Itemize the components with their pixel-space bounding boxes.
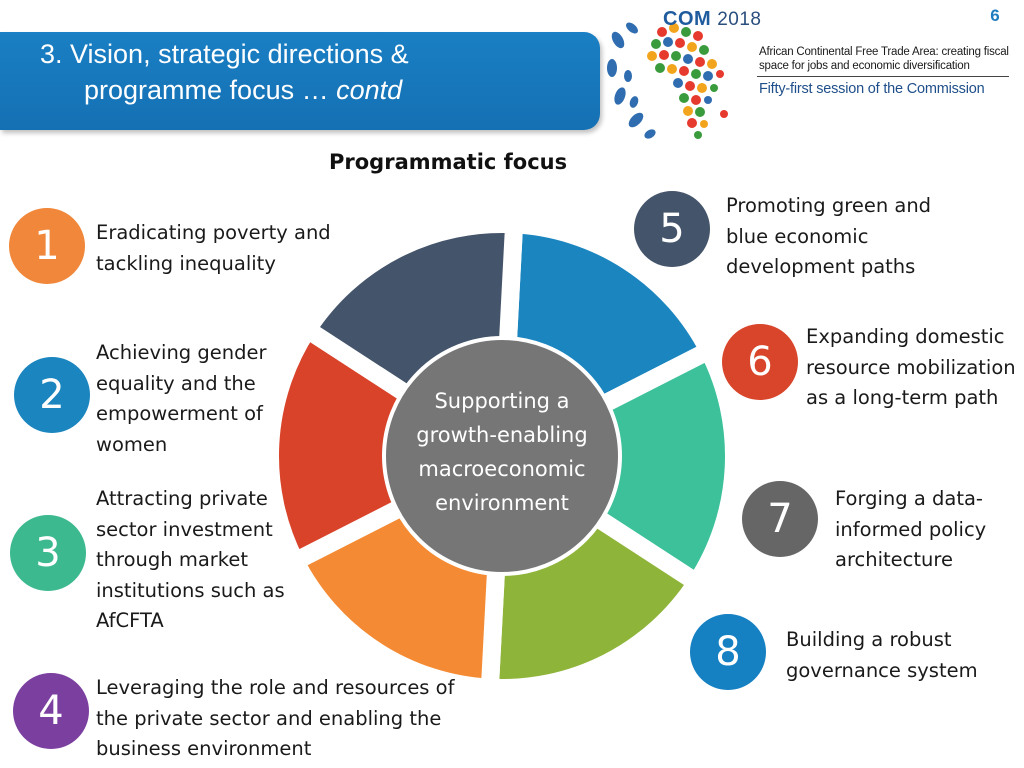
- title-contd: contd: [336, 75, 403, 105]
- programmatic-focus-heading: Programmatic focus: [329, 150, 568, 174]
- badge-2: 2: [14, 357, 90, 433]
- wheel-center-circle: [382, 336, 622, 576]
- logo-year: 2018: [717, 9, 762, 30]
- title-line1: 3. Vision, strategic directions &: [40, 39, 409, 69]
- africa-dot-map-logo: [607, 22, 728, 139]
- logo-session: Fifty-first session of the Commission: [759, 81, 985, 97]
- item-4-text: Leveraging the role and resources of the…: [96, 676, 455, 760]
- item-7-text: Forging a data-informed policy architect…: [835, 487, 987, 571]
- badge-7: 7: [742, 481, 818, 557]
- item-2-text: Achieving gender equality and the empowe…: [96, 341, 267, 456]
- title-line2: programme focus … contd: [84, 75, 402, 106]
- title-banner: 3. Vision, strategic directions & progra…: [0, 32, 600, 130]
- badge-1: 1: [9, 208, 85, 284]
- badge-8: 8: [690, 614, 766, 690]
- center-text: Supporting a growth-enabling macroeconom…: [416, 389, 588, 515]
- badge-3: 3: [10, 515, 86, 591]
- badge-4: 4: [13, 673, 89, 749]
- item-6-text: Expanding domestic resource mobilization…: [806, 325, 1016, 409]
- logo-com-title: COM 2018: [663, 8, 762, 31]
- item-1-text: Eradicating poverty and tackling inequal…: [96, 221, 331, 275]
- badge-5: 5: [634, 191, 710, 267]
- title-line2-text: programme focus …: [84, 75, 337, 105]
- badge-6: 6: [722, 324, 798, 400]
- item-3-text: Attracting private sector investment thr…: [96, 487, 285, 632]
- logo-subtitle: African Continental Free Trade Area: cre…: [759, 46, 1009, 72]
- logo-com: COM: [663, 8, 712, 30]
- logo-divider: [757, 76, 1009, 77]
- page-number: 6: [990, 6, 1000, 25]
- item-8-text: Building a robust governance system: [786, 628, 978, 682]
- item-5-text: Promoting green and blue economic develo…: [726, 194, 932, 278]
